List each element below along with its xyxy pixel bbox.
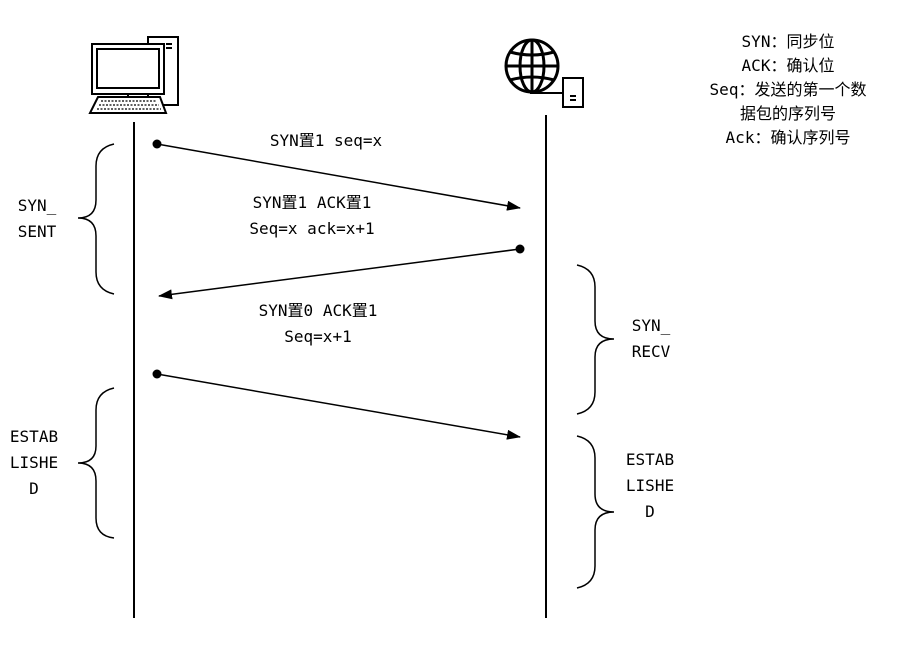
state-client-established-line-3: D xyxy=(29,479,39,498)
state-syn-recv: SYN_ RECV xyxy=(632,313,671,365)
state-server-established-line-2: LISHE xyxy=(625,476,675,495)
syn-sent-brace xyxy=(77,143,115,295)
globe-server-icon xyxy=(504,38,584,108)
desktop-computer-icon xyxy=(88,36,179,114)
message-2-label: SYN置1 ACK置1 Seq=x ack=x+1 xyxy=(249,190,374,242)
state-client-established-line-1: ESTAB xyxy=(9,427,59,446)
state-syn-sent-line-1: SYN_ xyxy=(17,196,57,215)
legend-seq-continued: 据包的序列号 xyxy=(739,104,836,123)
state-syn-recv-line-1: SYN_ xyxy=(631,316,671,335)
message-3-line-2: Seq=x+1 xyxy=(284,327,352,346)
legend: SYN：同步位 ACK：确认位 Seq：发送的第一个数 据包的序列号 Ack：确… xyxy=(710,30,867,150)
legend-ack-number: Ack：确认序列号 xyxy=(725,128,851,147)
legend-ack: ACK：确认位 xyxy=(741,56,835,75)
state-server-established: ESTAB LISHE D xyxy=(626,447,674,525)
state-client-established: ESTAB LISHE D xyxy=(10,424,58,502)
message-1-line-1: SYN置1 seq=x xyxy=(269,131,383,150)
state-syn-recv-line-2: RECV xyxy=(631,342,671,361)
state-syn-sent-line-2: SENT xyxy=(17,222,57,241)
message-2-arrow xyxy=(158,248,521,300)
message-2-line-1: SYN置1 ACK置1 xyxy=(252,193,372,212)
message-2-line-2: Seq=x ack=x+1 xyxy=(249,219,375,238)
state-server-established-line-1: ESTAB xyxy=(625,450,675,469)
syn-recv-brace xyxy=(576,264,615,415)
message-3-arrow xyxy=(156,373,521,440)
state-client-established-line-2: LISHE xyxy=(9,453,59,472)
legend-seq: Seq：发送的第一个数 xyxy=(709,80,867,99)
message-3-label: SYN置0 ACK置1 Seq=x+1 xyxy=(259,298,378,350)
client-established-brace xyxy=(77,387,115,539)
message-1-label: SYN置1 seq=x xyxy=(270,128,382,154)
state-syn-sent: SYN_ SENT xyxy=(18,193,57,245)
message-3-line-1: SYN置0 ACK置1 xyxy=(258,301,378,320)
message-1-arrow xyxy=(156,143,521,211)
server-established-brace xyxy=(576,435,615,589)
state-server-established-line-3: D xyxy=(645,502,655,521)
legend-syn: SYN：同步位 xyxy=(741,32,835,51)
